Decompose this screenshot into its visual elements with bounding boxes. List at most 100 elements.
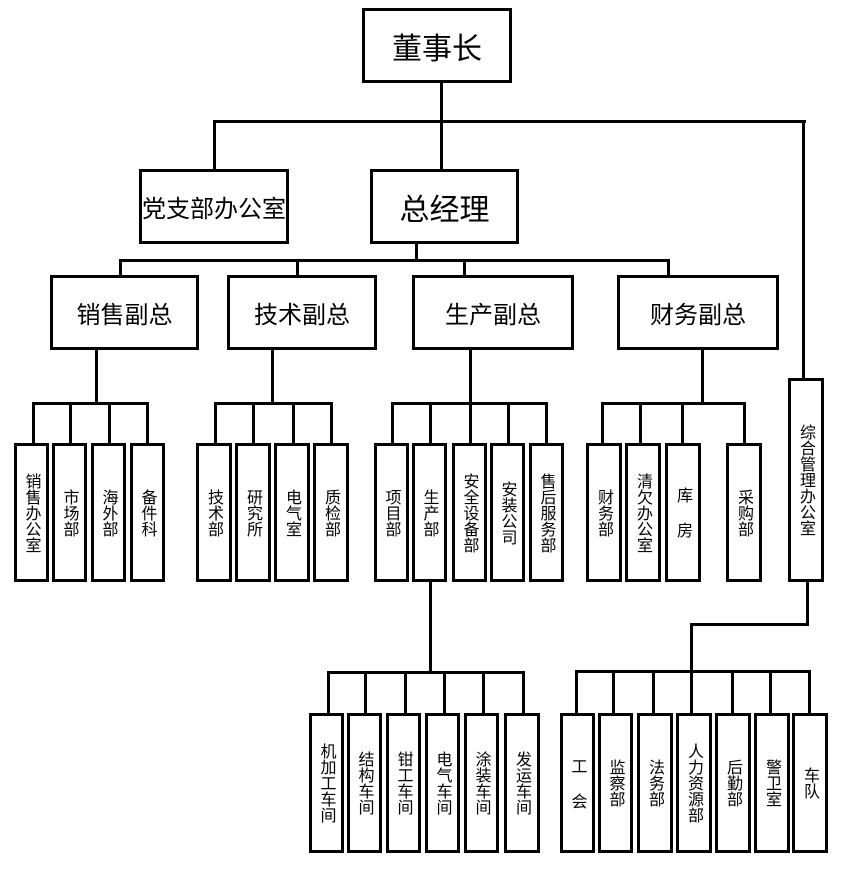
connector: [731, 670, 734, 714]
dept-box: 海外部: [91, 443, 126, 582]
workshop-box: 机加工车间: [309, 713, 344, 853]
dept-box: 清欠办公室: [625, 443, 661, 582]
vp-production-box: 生产副总: [412, 275, 574, 350]
dept-box: 项目部: [374, 443, 409, 582]
dept-label: 生产部: [420, 488, 440, 537]
connector: [119, 259, 122, 276]
dept-box: 质检部: [313, 443, 349, 582]
dept-label: 财务部: [595, 488, 614, 537]
connector: [769, 670, 772, 714]
connector: [404, 671, 407, 714]
dept-box: 电气室: [274, 443, 310, 582]
connector: [440, 83, 443, 170]
workshop-label: 钳工车间: [394, 751, 414, 815]
connector: [429, 582, 432, 674]
connector: [743, 402, 746, 444]
dept-label: 质检部: [322, 488, 341, 537]
admin-dept-box: 法务部: [637, 713, 673, 853]
workshop-label: 机加工车间: [317, 743, 337, 823]
dept-label: 电气室: [283, 488, 302, 537]
connector: [391, 402, 394, 444]
workshop-box: 钳工车间: [386, 713, 421, 853]
admin-dept-box: 车队: [792, 713, 828, 853]
connector: [612, 670, 615, 714]
connector: [32, 402, 149, 405]
connector: [327, 671, 330, 714]
dept-box: 研究所: [235, 443, 271, 582]
dept-box: 财务部: [586, 443, 622, 582]
admin-dept-label: 人力资源部: [685, 743, 704, 823]
connector: [469, 350, 472, 404]
admin-dept-label: 后勤部: [724, 759, 743, 807]
connector: [271, 350, 274, 404]
dept-box: 生产部: [412, 443, 447, 582]
dept-box: 库 房: [665, 443, 701, 582]
admin-dept-box: 监察部: [598, 713, 633, 853]
admin-dept-box: 人力资源部: [676, 713, 712, 853]
dept-label: 项目部: [382, 488, 402, 537]
dept-label: 清欠办公室: [634, 472, 653, 553]
workshop-box: 涂装车间: [464, 713, 499, 853]
dept-box: 售后服务部: [529, 443, 564, 582]
dept-box: 安装公司: [490, 443, 525, 582]
admin-dept-label: 警卫室: [763, 759, 782, 807]
vp-sales-box: 销售副总: [50, 275, 199, 350]
dept-box: 采购部: [726, 443, 762, 582]
admin-dept-box: 后勤部: [715, 713, 751, 853]
connector: [690, 623, 693, 673]
connector: [507, 402, 510, 444]
connector: [214, 402, 217, 444]
vp-label: 销售副总: [76, 301, 173, 329]
connector: [69, 402, 72, 444]
dept-label: 采购部: [735, 488, 754, 537]
dept-label: 安全设备部: [460, 472, 480, 553]
workshop-label: 涂装车间: [472, 751, 492, 815]
vp-label: 财务副总: [650, 301, 746, 329]
dept-label: 海外部: [99, 488, 119, 537]
connector: [95, 350, 98, 404]
admin-dept-label: 法务部: [646, 759, 665, 807]
chairman-box: 董事长: [362, 8, 512, 83]
connector: [575, 670, 578, 714]
workshop-label: 电气车间: [433, 751, 453, 815]
workshop-box: 结构车间: [347, 713, 382, 853]
admin-office-box: 综合管理办公室: [788, 378, 824, 582]
workshop-label: 发运车间: [513, 751, 532, 815]
dept-box: 技术部: [196, 443, 232, 582]
connector: [575, 670, 811, 673]
vp-finance-box: 财务副总: [617, 275, 779, 350]
dept-box: 市场部: [52, 443, 87, 582]
admin-dept-box: 警卫室: [754, 713, 790, 853]
party-office-label: 党支部办公室: [142, 195, 286, 223]
connector: [469, 402, 472, 444]
connector: [213, 120, 216, 170]
connector: [364, 671, 367, 714]
dept-label: 备件科: [138, 488, 158, 537]
connector: [545, 402, 548, 444]
party-office-box: 党支部办公室: [139, 169, 289, 244]
workshop-label: 结构车间: [355, 751, 375, 815]
connector: [296, 259, 299, 276]
admin-dept-label: 监察部: [606, 759, 626, 807]
admin-dept-label: 车队: [801, 767, 820, 799]
connector: [463, 259, 466, 276]
connector: [292, 402, 295, 444]
connector: [601, 402, 746, 405]
connector: [429, 402, 432, 444]
admin-dept-label: 工 会: [568, 757, 588, 809]
connector: [681, 402, 684, 444]
connector: [330, 402, 333, 444]
connector: [214, 402, 331, 405]
vp-tech-box: 技术副总: [227, 275, 377, 350]
gm-label: 总经理: [399, 192, 490, 228]
dept-box: 备件科: [130, 443, 165, 582]
connector: [667, 259, 670, 276]
dept-label: 研究所: [244, 488, 263, 537]
workshop-box: 电气车间: [425, 713, 460, 853]
dept-label: 安装公司: [498, 480, 518, 545]
chairman-label: 董事长: [392, 31, 482, 67]
dept-label: 市场部: [60, 488, 80, 537]
connector: [808, 670, 811, 714]
connector: [601, 402, 604, 444]
dept-label: 销售办公室: [22, 472, 42, 553]
